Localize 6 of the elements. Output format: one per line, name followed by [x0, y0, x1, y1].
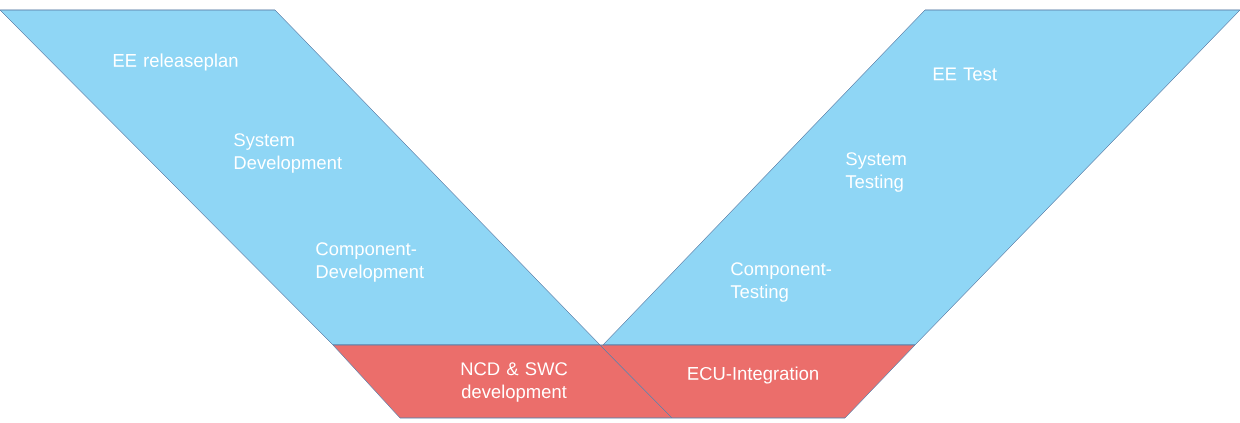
v-band: EE releaseplan System Development Component- Development — [0, 9, 601, 346]
node-label: ECU-Integration — [688, 366, 818, 384]
trapezoid-box: ECU-Integration — [599, 344, 916, 419]
trapezoid-box: NCD & SWC development — [332, 344, 673, 419]
v-band: EE Test System Testing Component- Testing — [602, 9, 1240, 346]
node-label: NCD & SWC development — [461, 362, 568, 402]
